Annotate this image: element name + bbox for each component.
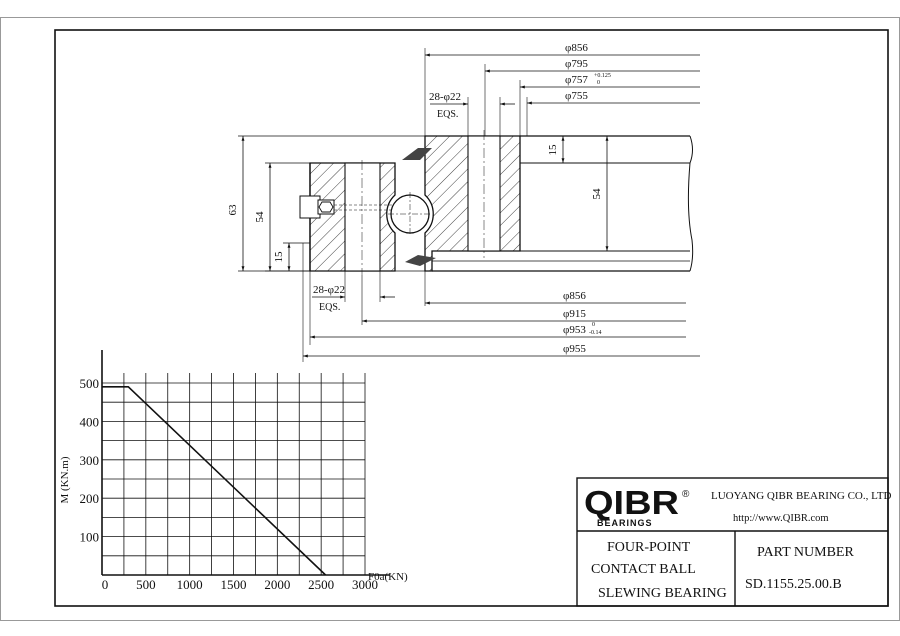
- dim-d856-top: φ856: [565, 42, 588, 54]
- svg-text:BEARINGS: BEARINGS: [597, 518, 653, 528]
- svg-text:54: 54: [591, 188, 603, 200]
- bearing-cross-section: [238, 130, 694, 275]
- description-line-1: FOUR-POINT: [607, 540, 691, 555]
- dim-height-15-inner: 15: [545, 135, 570, 164]
- svg-text:63: 63: [227, 204, 239, 216]
- part-number-label: PART NUMBER: [757, 545, 854, 560]
- description-line-2: CONTACT BALL: [591, 562, 696, 577]
- y-tick-label: 300: [80, 453, 100, 468]
- chart-x-ticks: 0 500 1000 1500 2000 2500 3000: [102, 577, 378, 592]
- svg-text:15: 15: [273, 251, 285, 263]
- description-line-3: SLEWING BEARING: [598, 586, 727, 601]
- bottom-seal: [405, 255, 436, 266]
- top-seal: [402, 148, 432, 160]
- svg-text:EQS.: EQS.: [319, 302, 340, 313]
- svg-text:EQS.: EQS.: [437, 109, 458, 120]
- dim-holes-outer: 28-φ22: [313, 284, 345, 296]
- y-tick-label: 100: [80, 530, 100, 545]
- svg-text:54: 54: [254, 211, 266, 223]
- chart-series: [101, 386, 327, 576]
- dim-height-63: 63: [227, 136, 245, 271]
- dim-top-diameters: φ856 φ795 φ757 +0.125 0 φ755 28-φ22 EQS.: [424, 42, 700, 136]
- svg-text:0: 0: [597, 80, 600, 86]
- dim-d953: φ953: [563, 324, 586, 336]
- dim-height-54-outer: 54: [254, 163, 272, 271]
- y-tick-label: 200: [80, 491, 100, 506]
- outer-ring-bolt-hole: [344, 162, 381, 272]
- dim-d915: φ915: [563, 308, 586, 320]
- dim-d755: φ755: [565, 90, 588, 102]
- chart-y-ticks: 100 200 300 400 500: [80, 376, 100, 545]
- company-name: LUOYANG QIBR BEARING CO., LTD: [711, 490, 892, 502]
- dim-holes-inner: 28-φ22: [429, 91, 461, 103]
- company-website: http://www.QIBR.com: [733, 513, 829, 524]
- dim-d856-bottom: φ856: [563, 290, 586, 302]
- title-block: QIBR BEARINGS ® LUOYANG QIBR BEARING CO.…: [576, 477, 892, 607]
- x-tick-label: 2000: [264, 577, 290, 592]
- chart-x-label: F0a(KN): [368, 571, 408, 583]
- svg-text:QIBR: QIBR: [584, 484, 679, 521]
- svg-text:-0.14: -0.14: [589, 330, 602, 336]
- svg-text:+0.125: +0.125: [594, 73, 611, 79]
- svg-text:0: 0: [592, 322, 595, 328]
- dim-d955: φ955: [563, 343, 586, 355]
- dim-height-15-outer: 15: [273, 243, 291, 271]
- x-tick-label: 0: [102, 577, 109, 592]
- break-line: [687, 135, 694, 272]
- chart-y-label: M (KN.m): [59, 456, 71, 503]
- dim-height-54-inner: 54: [591, 136, 609, 251]
- y-tick-label: 400: [80, 414, 100, 429]
- x-tick-label: 3000: [352, 577, 378, 592]
- x-tick-label: 2500: [308, 577, 334, 592]
- chart-grid: [101, 373, 366, 576]
- drawing-frame: [54, 29, 889, 607]
- load-chart: 0 500 1000 1500 2000 2500 3000 100 200 300 400 500…: [59, 350, 408, 592]
- x-tick-label: 500: [136, 577, 156, 592]
- dim-d795: φ795: [565, 58, 588, 70]
- qibr-logo: QIBR BEARINGS ®: [584, 484, 690, 528]
- x-tick-label: 1500: [221, 577, 247, 592]
- part-number: SD.1155.25.00.B: [745, 577, 842, 592]
- y-tick-label: 500: [80, 376, 100, 391]
- series-line-0: [102, 386, 327, 576]
- grease-nipple-icon: [299, 195, 400, 219]
- x-tick-label: 1000: [177, 577, 203, 592]
- dim-d757: φ757: [565, 74, 588, 86]
- svg-text:15: 15: [547, 144, 559, 156]
- chart-axes: [101, 350, 390, 576]
- svg-text:®: ®: [682, 489, 690, 500]
- dim-bottom-diameters: 28-φ22 EQS. φ856 φ915 φ953 0 -0.14 φ955: [302, 243, 700, 362]
- sheet-outer-border: [0, 17, 900, 621]
